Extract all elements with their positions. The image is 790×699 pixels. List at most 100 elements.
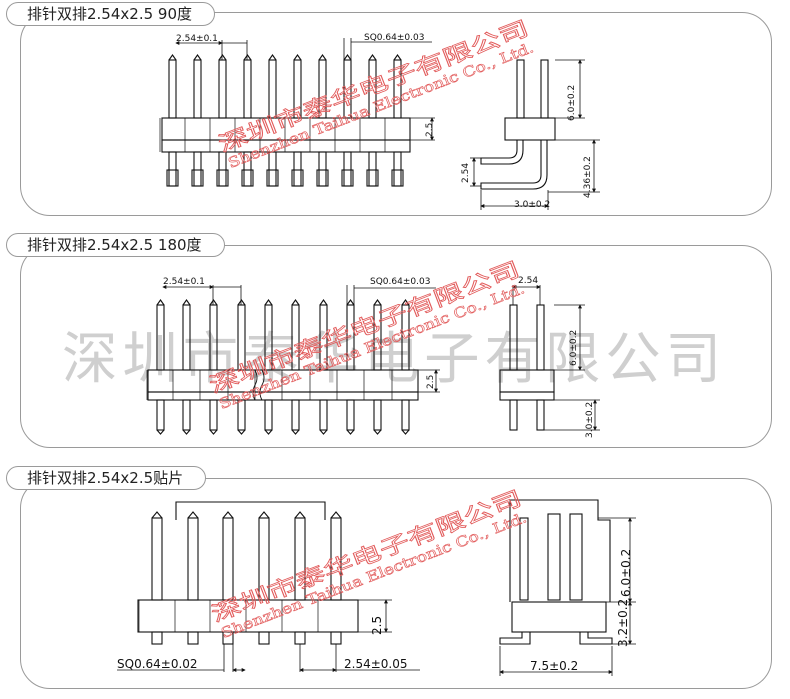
pin-tip-bottom <box>401 429 410 435</box>
pin-bottom <box>209 399 218 431</box>
pin-top <box>330 517 342 601</box>
section-smd-drawing <box>117 499 636 676</box>
pin-top <box>237 304 246 371</box>
s3-overall-width-dim: 7.5±0.2 <box>530 659 578 673</box>
break-mark <box>252 369 258 401</box>
side-pin-2 <box>547 513 561 601</box>
side-pin-1 <box>516 59 525 119</box>
pin-top <box>264 304 273 371</box>
pin-bottom <box>156 399 165 431</box>
pin-bottom <box>318 151 327 187</box>
pin-top <box>187 517 199 601</box>
pin-tip <box>243 54 252 61</box>
pin-tip <box>182 299 191 306</box>
side-bent-pin-1 <box>480 140 524 165</box>
side-pin-1 <box>519 517 529 601</box>
s1-pin-square-dim: SQ0.64±0.03 <box>364 33 424 43</box>
pin-top <box>193 59 202 119</box>
svg-text:深圳市泰华电子有限公司: 深圳市泰华电子有限公司 <box>208 486 525 627</box>
pin-bottom <box>168 151 177 187</box>
section-90-title: 排针双排2.54x2.5 90度 <box>6 2 215 26</box>
pin-bottom <box>293 151 302 187</box>
pin-bottom-solder <box>391 169 404 187</box>
s2-bottom-length-dim: 3.0±0.2 <box>585 402 595 438</box>
s1-bend-width-dim: 3.0±0.2 <box>514 200 550 210</box>
smd-foot <box>151 631 163 645</box>
section-180-title: 排针双排2.54x2.5 180度 <box>6 233 225 257</box>
pin-top <box>346 304 355 371</box>
pin-tip <box>222 511 234 519</box>
pin-bottom-solder <box>191 169 204 187</box>
pin-top <box>168 59 177 119</box>
side-plastic <box>511 601 607 633</box>
side-outline <box>509 499 611 602</box>
pin-bottom <box>291 399 300 431</box>
pin-tip <box>291 299 300 306</box>
pin-bottom <box>346 399 355 431</box>
pin-tip <box>294 511 306 519</box>
pin-bottom <box>182 399 191 431</box>
s3-top-length-dim: 6.0±0.2 <box>619 549 633 597</box>
pin-tip <box>156 299 165 306</box>
pin-top <box>268 59 277 119</box>
pin-top <box>218 59 227 119</box>
smd-foot <box>222 631 234 645</box>
section-smd-title: 排针双排2.54x2.5贴片 <box>6 466 207 490</box>
pin-top <box>291 304 300 371</box>
plastic-body-bottom <box>147 391 419 401</box>
big-watermark: 深圳市泰华电子有限公司 <box>62 327 726 392</box>
s2-top-length-dim: 6.0±0.2 <box>569 330 579 366</box>
s1-row-pitch-dim: 2.54 <box>461 163 471 183</box>
side-pin-1-bottom <box>509 399 518 431</box>
pin-bottom <box>343 151 352 187</box>
pin-bottom-solder <box>216 169 229 187</box>
pin-top <box>319 304 328 371</box>
smd-foot <box>330 631 342 645</box>
pin-bottom-solder <box>316 169 329 187</box>
s2-plastic-height-dim: 2.5 <box>426 375 436 389</box>
s2-pitch-dim: 2.54±0.1 <box>163 277 205 287</box>
pin-bottom <box>319 399 328 431</box>
s1-plastic-height-dim: 2.5 <box>425 123 435 137</box>
pin-bottom-solder <box>266 169 279 187</box>
pin-tip <box>368 54 377 61</box>
pin-tip-bottom <box>209 429 218 435</box>
pin-top <box>209 304 218 371</box>
pin-top <box>294 517 306 601</box>
smd-foot <box>258 631 270 645</box>
s3-pitch-dim: 2.54±0.05 <box>344 657 408 671</box>
pin-bottom <box>368 151 377 187</box>
pin-tip <box>343 54 352 61</box>
pin-tip <box>293 54 302 61</box>
pin-tip-bottom <box>237 429 246 435</box>
side-pin-2 <box>536 304 545 371</box>
s3-foot-height-dim: 3.2±0.2 <box>616 599 630 647</box>
side-plastic-bottom <box>499 391 555 401</box>
pin-tip <box>218 54 227 61</box>
pin-tip <box>373 299 382 306</box>
s3-pin-square-dim: SQ0.64±0.02 <box>117 657 198 671</box>
pin-tip <box>264 299 273 306</box>
pin-bottom <box>373 399 382 431</box>
side-pin-1 <box>509 304 518 371</box>
pin-tip <box>168 54 177 61</box>
smd-foot <box>294 631 306 645</box>
pin-tip <box>318 54 327 61</box>
pin-tip <box>268 54 277 61</box>
pin-tip <box>346 299 355 306</box>
pin-tip <box>330 511 342 519</box>
pin-bottom <box>401 399 410 431</box>
break-mark <box>259 369 265 401</box>
pin-top <box>222 517 234 601</box>
pin-tip-bottom <box>291 429 300 435</box>
pin-bottom <box>237 399 246 431</box>
section-90-drawing <box>159 38 600 210</box>
pin-tip <box>319 299 328 306</box>
pin-top <box>368 59 377 119</box>
pin-tip <box>151 511 163 519</box>
s2-row-pitch-dim: 2.54 <box>518 276 538 286</box>
pin-tip <box>209 299 218 306</box>
pin-bottom <box>218 151 227 187</box>
pin-top <box>258 517 270 601</box>
